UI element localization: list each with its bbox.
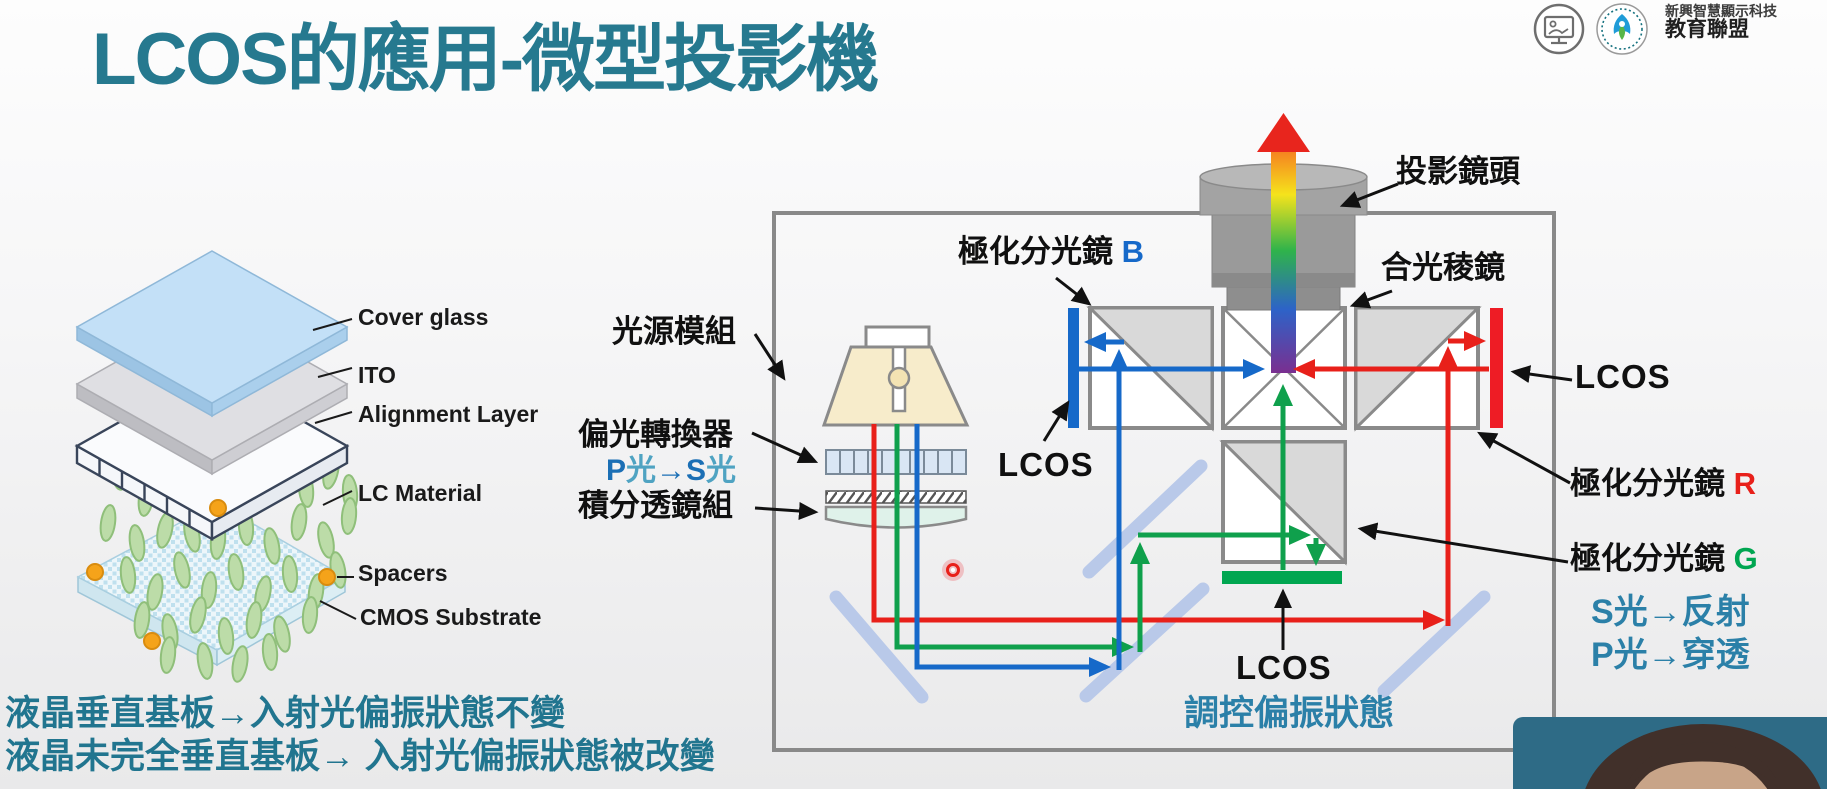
label-combiner-prism: 合光稜鏡 [1381,250,1505,285]
label-pbs-b: 極化分光鏡 B [958,234,1145,269]
pbs-r-channel: R [1733,466,1757,501]
label-pbs-g: 極化分光鏡 G [1570,541,1758,576]
blue-light-path [914,332,1265,677]
alliance-name-line2: 教育聯盟 [1665,18,1749,41]
spacers-dots [86,499,336,650]
webcam-video [1513,717,1827,789]
label-p-to-s: P光→S光 [606,455,736,486]
light-char: 光 [706,454,737,487]
diagram-frame [772,211,1556,752]
label-light-source: 光源模組 [612,314,736,349]
pbs-g-text: 極化分光鏡 [1570,541,1734,576]
label-modulation: 調控偏振狀態 [1184,694,1395,733]
laser-pointer-dot [942,559,964,581]
projector-diagram [751,113,1573,752]
lcos-panel-green [1222,571,1342,584]
green-light-path [894,384,1326,657]
label-ito: ITO [358,362,396,388]
note-line2: 液晶未完全垂直基板→ 入射光偏振狀態被改變 [5,737,715,776]
label-cover-glass: Cover glass [358,304,489,330]
mirror-bottom-left [829,590,929,704]
label-integrator: 積分透鏡組 [578,488,733,523]
lcos-panel-blue [1068,308,1079,428]
webcam-overlay [1513,717,1827,789]
label-cmos-substrate: CMOS Substrate [360,604,542,630]
lcos-stack-diagram [74,250,359,683]
dichroic-mirrors [829,459,1491,704]
label-p-transmit: P光→穿透 [1591,636,1750,674]
light-source-module [821,325,970,427]
label-pbs-r: 極化分光鏡 R [1570,466,1757,501]
pbs-g-channel: G [1733,541,1758,576]
red-light-path [871,331,1489,630]
pbs-b-text: 極化分光鏡 [958,234,1122,269]
cover-glass-layer [75,250,349,418]
lamp-bulb [887,366,911,390]
label-spacers: Spacers [358,560,448,586]
mirror-bottom-right [1377,590,1491,698]
pbs-r-text: 極化分光鏡 [1570,466,1734,501]
label-s-reflect: S光→反射 [1591,593,1750,631]
rainbow-output-beam [1257,113,1310,373]
label-projection-lens: 投影鏡頭 [1396,154,1520,189]
label-arrows [751,182,1573,650]
p-light: P [606,454,627,487]
s-light: S [686,454,707,487]
page-title: LCOS的應用-微型投影機 [92,19,879,100]
ministry-of-education-seal-icon [1596,3,1648,55]
label-alignment-layer: Alignment Layer [358,401,539,427]
label-lcos-bottom: LCOS [1236,649,1332,686]
label-lcos-right: LCOS [1575,358,1671,395]
label-lcos-left: LCOS [998,446,1094,483]
light-char: 光 [626,454,657,487]
person-fringe [1624,742,1781,789]
note-line1: 液晶垂直基板→入射光偏振狀態不變 [5,694,566,733]
label-polarization-converter: 偏光轉換器 [578,417,733,452]
arrow-char: → [656,454,687,487]
alliance-name-line1: 新興智慧顯示科技 [1665,3,1777,19]
mirror-lower-middle [1079,582,1210,703]
lcos-panel-red [1490,308,1503,428]
label-lc-material: LC Material [358,480,482,506]
mirror-upper-middle [1082,459,1208,579]
display-icon [1533,3,1585,55]
pbs-b-channel: B [1121,234,1145,269]
stack-label-leaders [312,318,357,620]
